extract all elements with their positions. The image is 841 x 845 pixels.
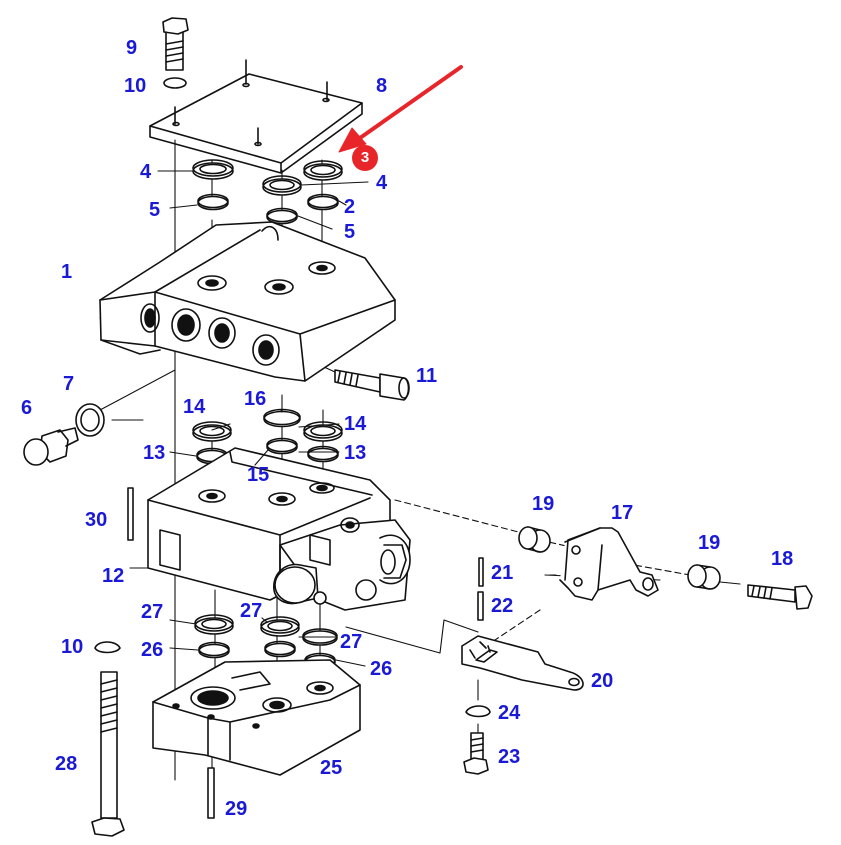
callout-23: 23	[498, 746, 521, 768]
leader-lines	[157, 170, 369, 667]
callout-8: 8	[376, 75, 388, 97]
callout-29: 29	[225, 798, 248, 820]
bushing-19-right	[687, 564, 721, 590]
callout-12: 12	[102, 565, 125, 587]
bushing-19-left	[518, 526, 551, 553]
callout-16: 16	[244, 388, 267, 410]
callout-21: 21	[491, 562, 514, 584]
cap-screw-11	[334, 369, 410, 401]
callout-26-left: 26	[141, 639, 164, 661]
washer-24	[465, 705, 491, 718]
callout-6: 6	[21, 397, 33, 419]
callout-2: 2	[344, 196, 356, 218]
callout-19-left: 19	[532, 493, 555, 515]
callout-27-right: 27	[340, 631, 363, 653]
pin-30	[127, 487, 134, 541]
bracket-17	[559, 527, 659, 601]
callout-15: 15	[247, 464, 270, 486]
washer-10-bottom	[94, 641, 121, 654]
bolt-9	[162, 17, 189, 71]
seal-rings-upper	[192, 159, 343, 225]
washer-10-top	[163, 77, 187, 89]
bolt-23	[463, 732, 489, 775]
highlight-marker-badge: 3	[352, 145, 378, 171]
callout-14-left: 14	[183, 396, 206, 418]
callout-5-right: 5	[344, 221, 356, 243]
base-block-25	[152, 659, 361, 776]
pin-29	[207, 767, 215, 819]
long-bolt-28	[91, 671, 125, 837]
o-ring-7	[75, 403, 105, 437]
lever-plate-20	[461, 635, 584, 691]
callout-28: 28	[55, 753, 78, 775]
callout-25: 25	[320, 757, 343, 779]
callout-27-left: 27	[141, 601, 164, 623]
red-arrow-icon	[338, 65, 463, 153]
callout-1: 1	[61, 261, 73, 283]
callout-7: 7	[63, 373, 75, 395]
pin-22	[477, 591, 484, 621]
callout-9: 9	[126, 37, 138, 59]
plug-6	[23, 427, 79, 466]
callout-17: 17	[611, 502, 634, 524]
callout-24: 24	[498, 702, 521, 724]
valve-housing-1	[99, 221, 396, 382]
callout-22: 22	[491, 595, 514, 617]
callout-13-left: 13	[143, 442, 166, 464]
callout-26-right: 26	[370, 658, 393, 680]
callout-14-right: 14	[344, 413, 367, 435]
callout-13-right: 13	[344, 442, 367, 464]
callout-11: 11	[416, 365, 438, 387]
callout-30: 30	[85, 509, 108, 531]
callout-5-left: 5	[149, 199, 161, 221]
pin-21	[478, 557, 484, 587]
callout-4-right: 4	[376, 172, 388, 194]
callout-18: 18	[771, 548, 794, 570]
cover-plate-8	[149, 59, 363, 174]
valve-body-12	[147, 447, 411, 611]
callout-10-bottom: 10	[61, 636, 84, 658]
bolt-18	[747, 584, 813, 610]
callout-4-left: 4	[140, 161, 152, 183]
callout-19-right: 19	[698, 532, 721, 554]
callout-20: 20	[591, 670, 614, 692]
callout-27-middle: 27	[240, 600, 263, 622]
callout-10-top: 10	[124, 75, 147, 97]
